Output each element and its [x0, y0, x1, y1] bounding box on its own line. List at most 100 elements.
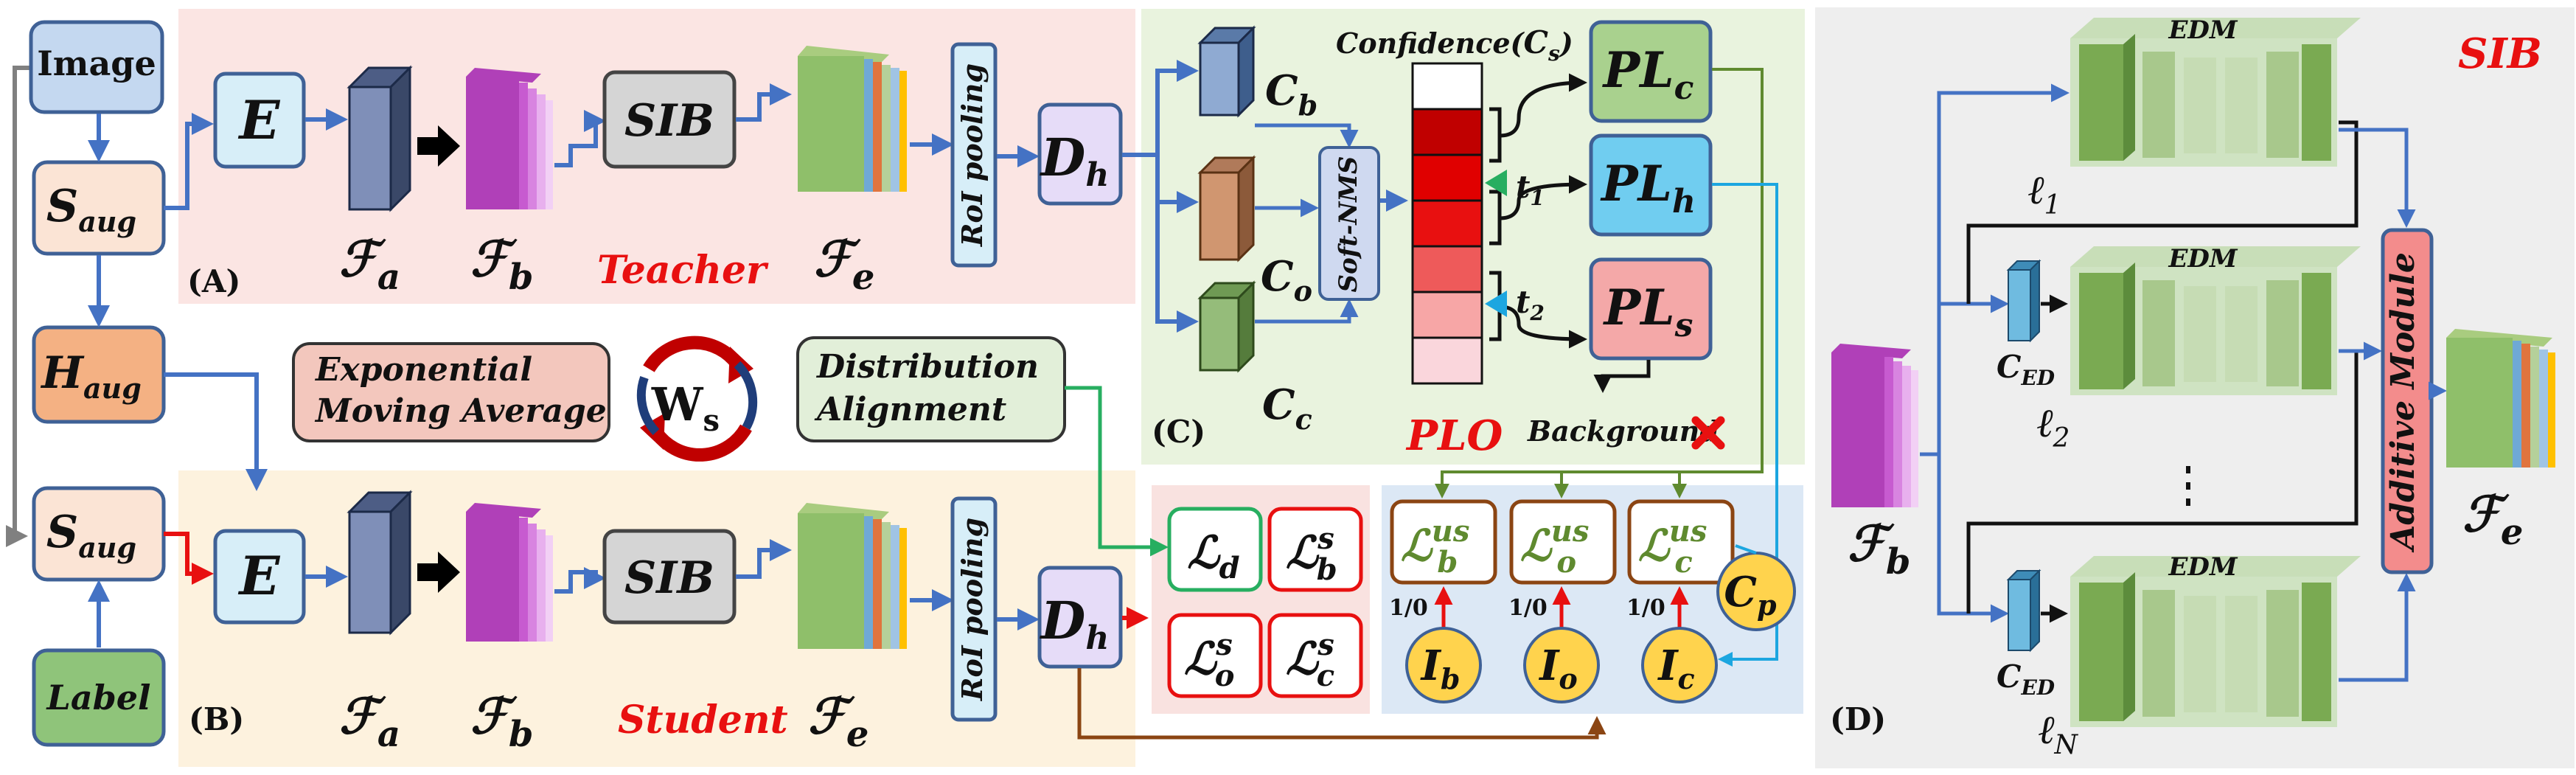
svg-text:ℓN: ℓN — [2038, 706, 2079, 760]
ced-n-sub: ED — [2020, 675, 2055, 700]
ced-2-sub: ED — [2020, 366, 2055, 390]
co-main: C — [1261, 252, 1294, 301]
svg-text:Co: Co — [1261, 252, 1312, 307]
distribution-line2: Alignment — [814, 391, 1006, 428]
cp-main: C — [1724, 568, 1757, 616]
student-head-sub: h — [1085, 619, 1109, 657]
cp-sub: p — [1757, 588, 1777, 622]
ratio-c: 1/0 — [1626, 595, 1665, 621]
co-slab: Co — [1197, 155, 1312, 307]
student-fe-stack — [798, 503, 907, 649]
l1-main: ℓ — [2027, 167, 2044, 213]
distribution-line1: Distribution — [815, 348, 1039, 386]
image-input: Image — [29, 20, 164, 114]
lbus-main: ℒ — [1401, 521, 1433, 571]
lcs-main: ℒ — [1286, 633, 1320, 685]
edm-block-1: EDM — [2070, 15, 2361, 167]
lcus-sup: us — [1669, 514, 1708, 549]
student-roi-pooling: RoI pooling — [950, 496, 998, 722]
sib-detail-title: SIB — [2458, 29, 2542, 78]
ced-slab-n — [2006, 569, 2041, 653]
confidence-cell — [1411, 108, 1483, 156]
edm-2-label: EDM — [2168, 244, 2238, 274]
panel-a-label: (A) — [187, 263, 240, 299]
svg-text:Confidence(Cs): Confidence(Cs) — [1336, 24, 1573, 66]
svg-text:Io: Io — [1538, 642, 1578, 695]
teacher-roi-label: RoI pooling — [955, 63, 989, 247]
input-connectors — [6, 66, 32, 547]
confidence-cell — [1411, 291, 1483, 339]
svg-text:Cp: Cp — [1724, 568, 1777, 622]
indicator-cp: Cp — [1716, 552, 1796, 631]
plo-label: PLO — [1405, 411, 1503, 460]
lous-main: ℒ — [1520, 521, 1553, 571]
branch-to-softnms — [1255, 123, 1359, 324]
confidence-cell — [1411, 336, 1483, 385]
teacher-fe-stack — [798, 46, 907, 192]
svg-text:Ib: Ib — [1420, 642, 1461, 695]
ws-cycle-icon: Ws — [636, 336, 758, 462]
t1-sub: 1 — [1530, 186, 1544, 210]
confidence-brackets — [1489, 73, 1587, 349]
svg-text:PLc: PLc — [1602, 41, 1694, 107]
teacher-encoder-label: E — [238, 88, 281, 151]
teacher-head-main: D — [1040, 127, 1086, 188]
confidence-cell — [1411, 153, 1483, 202]
student-roi-label: RoI pooling — [955, 518, 989, 701]
svg-text:t2: t2 — [1516, 284, 1545, 325]
cb-main: C — [1265, 66, 1298, 115]
edm-1-label: EDM — [2168, 15, 2238, 45]
teacher-fb-sub: b — [509, 257, 534, 298]
head-branch-arrows — [1122, 60, 1199, 333]
io-sub: o — [1559, 662, 1577, 695]
h-aug-sub: aug — [83, 372, 142, 405]
teacher-encoder: E — [213, 72, 306, 169]
los-sub: o — [1215, 658, 1235, 693]
lbs-sup: s — [1317, 521, 1334, 556]
svg-text:Haug: Haug — [40, 347, 142, 405]
teacher-sib-to-fe — [736, 83, 792, 122]
l2-sub: 2 — [2053, 423, 2070, 453]
svg-text:ℱb: ℱb — [1848, 515, 1910, 583]
pl-h-main: PL — [1600, 155, 1672, 212]
teacher-sib: SIB — [602, 70, 737, 169]
lous-sub: o — [1556, 545, 1576, 580]
cc-slab: Cc — [1197, 280, 1312, 436]
soft-nms-label: Soft-NMS — [1334, 156, 1363, 293]
ced-2-main: C — [1997, 349, 2022, 385]
co-sub: o — [1294, 274, 1312, 307]
h-aug-box: Haug — [32, 325, 166, 424]
soft-nms-box: Soft-NMS — [1318, 146, 1380, 301]
svg-text:t1: t1 — [1516, 169, 1545, 210]
lbus-sup: us — [1432, 514, 1470, 549]
student-encoder: E — [213, 529, 306, 625]
ln-sub: N — [2054, 730, 2079, 760]
student-fa-fb-arrow — [417, 552, 460, 593]
cb-sub: b — [1298, 88, 1318, 122]
teacher-label: Teacher — [597, 248, 769, 293]
confidence-label: Confidence( — [1336, 27, 1525, 60]
teacher-fe-sub: e — [852, 257, 875, 298]
ced-n-main: C — [1997, 658, 2022, 695]
cb-slab: Cb — [1197, 25, 1318, 122]
label-box: Label — [32, 648, 166, 747]
ratio-o: 1/0 — [1508, 595, 1548, 621]
edm-block-2: EDM — [2070, 244, 2361, 395]
confidence-cell — [1411, 62, 1483, 111]
lcs-sub: c — [1317, 658, 1334, 693]
distribution-to-ld — [1065, 386, 1169, 557]
t1-main: t — [1516, 169, 1530, 205]
ib-sub: b — [1441, 662, 1461, 695]
pl-c-to-losses — [1435, 68, 1764, 498]
lbs-sub: b — [1317, 552, 1337, 587]
t1-marker — [1485, 170, 1507, 196]
teacher-fb-to-sib — [554, 110, 606, 167]
ic-sub: c — [1678, 662, 1695, 695]
cc-main: C — [1262, 380, 1295, 429]
lcus-main: ℒ — [1638, 521, 1671, 571]
t2-main: t — [1516, 284, 1530, 320]
additive-label: Additive Module — [2384, 252, 2422, 553]
